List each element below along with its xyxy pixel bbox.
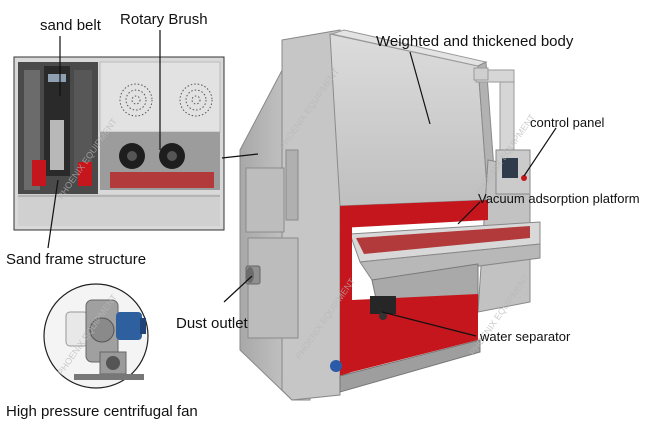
leader-vacuum-platform <box>457 201 481 225</box>
leader-water-separator <box>381 311 477 337</box>
vent-grille-right <box>179 83 213 117</box>
label-dust-outlet: Dust outlet <box>176 315 248 332</box>
leader-lines <box>47 30 557 337</box>
vent-grille-left <box>119 83 153 117</box>
label-water-separator: water separator <box>480 329 571 344</box>
label-sand-belt: sand belt <box>40 17 101 34</box>
leader-weighted-body <box>409 51 431 125</box>
label-control-panel: control panel <box>530 115 605 130</box>
label-sand-frame: Sand frame structure <box>6 251 147 268</box>
fan-inset <box>43 283 149 389</box>
leader-dust-outlet <box>223 275 253 303</box>
main-machine <box>239 29 541 401</box>
label-weighted-body: Weighted and thickened body <box>376 33 574 50</box>
label-rotary-brush: Rotary Brush <box>120 11 208 28</box>
interior-inset <box>13 56 225 231</box>
leader-inset <box>221 153 259 159</box>
label-vacuum-platform: Vacuum adsorption platform <box>478 191 640 206</box>
leader-sand-frame <box>47 179 59 249</box>
label-centrifugal-fan: High pressure centrifugal fan <box>6 403 198 420</box>
leader-control-panel <box>523 127 557 177</box>
